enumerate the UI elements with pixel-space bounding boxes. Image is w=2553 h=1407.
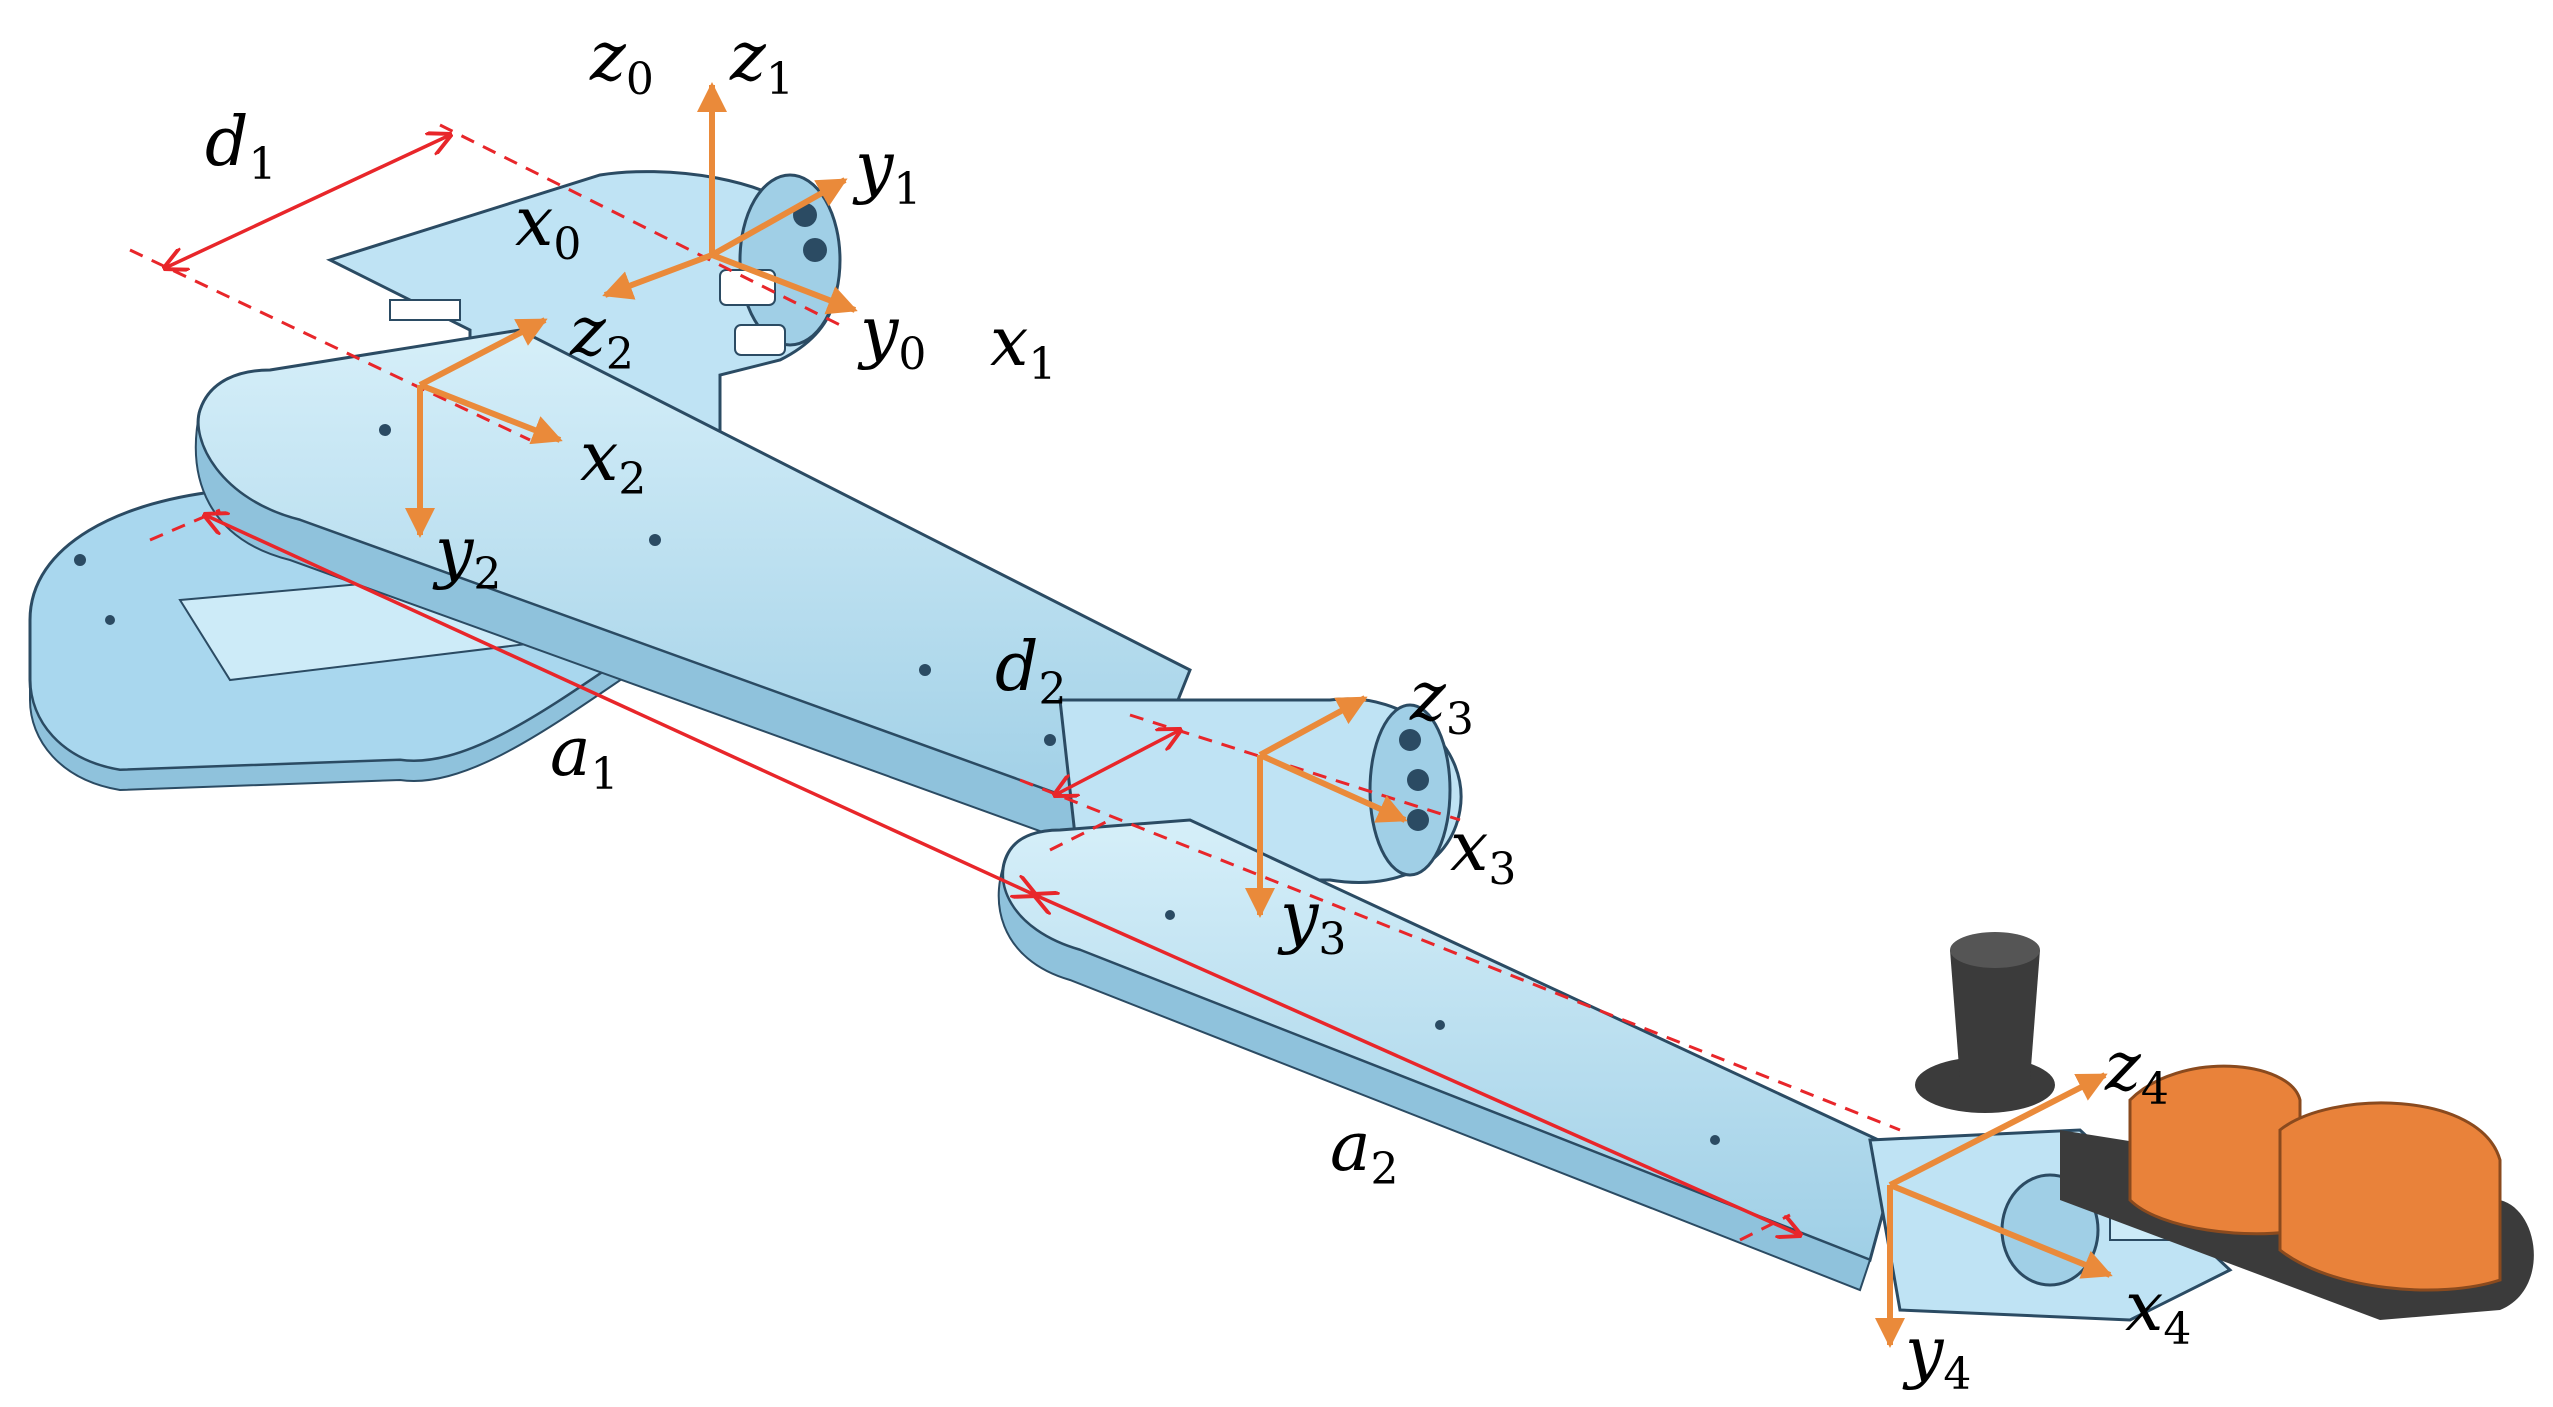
x2-axis — [418, 382, 563, 445]
y1-axis — [710, 177, 848, 258]
a2-dimension-arrow — [1035, 895, 1800, 1235]
x3-axis — [1258, 752, 1408, 823]
label-d2: d2 — [995, 628, 1067, 715]
label-z3: z3 — [1409, 658, 1474, 745]
label-x4: x4 — [2125, 1268, 2191, 1355]
label-z2: z2 — [569, 293, 634, 380]
label-y4: y4 — [1902, 1313, 1971, 1400]
x0-axis — [602, 252, 714, 300]
z2-axis — [418, 317, 548, 388]
a1-dimension-arrow — [205, 515, 1035, 895]
d1-dimension-arrow — [165, 135, 450, 268]
label-x0: x0 — [515, 183, 581, 270]
d2-dimension-arrow — [1055, 730, 1180, 795]
reference-line-elbow — [1049, 818, 1111, 852]
label-x3: x3 — [1450, 808, 1516, 895]
frame-axes — [405, 82, 2113, 1348]
dimension-arrows — [165, 135, 1800, 1235]
label-y1: y1 — [852, 128, 921, 215]
label-z0: z0 — [589, 18, 654, 105]
z4-axis — [1888, 1072, 2108, 1188]
reference-line-joint2-top — [129, 248, 531, 442]
reference-line-forearm — [1019, 778, 1901, 1132]
label-z1: z1 — [729, 18, 794, 105]
label-y3: y3 — [1277, 878, 1346, 965]
label-d1: d1 — [205, 103, 277, 190]
label-z4: z4 — [2104, 1028, 2169, 1115]
label-a2: a2 — [1330, 1108, 1399, 1195]
arm-cuff-support — [2060, 1064, 2534, 1320]
handle-knob — [1915, 932, 2055, 1113]
label-x2: x2 — [580, 418, 646, 505]
reference-line-joint1 — [439, 123, 841, 327]
axis-labels: z0 z1 y1 x0 y0 x1 z2 x2 y2 d1 a1 d2 z3 x… — [205, 18, 2191, 1400]
z3-axis — [1258, 695, 1368, 758]
label-x1: x1 — [990, 303, 1056, 390]
x4-axis — [1888, 1182, 2113, 1279]
label-y0: y0 — [857, 293, 926, 380]
y0-x1-axis — [710, 252, 858, 315]
reference-line-base — [149, 508, 221, 542]
label-y2: y2 — [432, 513, 501, 600]
label-a1: a1 — [550, 713, 619, 800]
